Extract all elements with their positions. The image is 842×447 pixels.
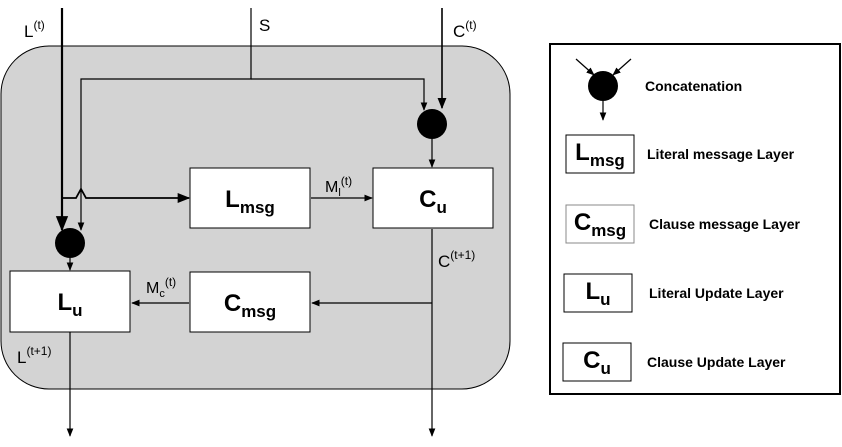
legend-concat-in-right bbox=[612, 58, 632, 76]
legend-lmsg-symbol: Lmsg bbox=[575, 139, 625, 170]
cmsg-label: Cmsg bbox=[224, 290, 276, 321]
clause-concat-node bbox=[417, 109, 447, 139]
literal-to-lmsg-edge bbox=[62, 187, 191, 204]
legend-cmsg-symbol: Cmsg bbox=[574, 209, 626, 240]
lu-box bbox=[9, 270, 131, 333]
legend-cmsg-label: Clause message Layer bbox=[649, 216, 801, 232]
legend-cu-symbol: Cu bbox=[583, 347, 611, 378]
clause-output-label: C(t+1) bbox=[438, 248, 475, 271]
cmsg-box bbox=[189, 271, 311, 333]
cu-box bbox=[372, 167, 494, 229]
shared-input-label: S bbox=[259, 16, 270, 35]
legend-lu-symbol: Lu bbox=[585, 278, 610, 309]
lu-label: Lu bbox=[57, 289, 82, 320]
literal-input-label: L(t) bbox=[24, 18, 45, 41]
legend-concat-label: Concatenation bbox=[645, 78, 742, 94]
lmsg-label: Lmsg bbox=[225, 186, 275, 217]
literal-output-label: L(t+1) bbox=[17, 344, 51, 367]
legend-cmsg-box bbox=[565, 204, 635, 244]
legend-cu-box bbox=[562, 342, 632, 382]
clause-input-label: C(t) bbox=[453, 18, 477, 41]
cu-label: Cu bbox=[419, 186, 447, 217]
ml-edge-label: Ml(t) bbox=[325, 174, 352, 199]
literal-concat-node bbox=[55, 228, 85, 258]
legend-lu-label: Literal Update Layer bbox=[649, 285, 784, 301]
legend-lmsg-label: Literal message Layer bbox=[647, 146, 795, 162]
s-edge bbox=[77, 8, 252, 231]
s-edge-to-clause-concat bbox=[251, 78, 428, 111]
legend-lu-box bbox=[563, 273, 633, 313]
legend-lmsg-box bbox=[565, 134, 635, 174]
mc-edge-label: Mc(t) bbox=[146, 275, 176, 300]
legend-cu-label: Clause Update Layer bbox=[647, 354, 786, 370]
legend-concat-node bbox=[588, 71, 618, 101]
lmsg-box bbox=[189, 167, 311, 229]
legend-concat-in-left bbox=[575, 58, 595, 76]
